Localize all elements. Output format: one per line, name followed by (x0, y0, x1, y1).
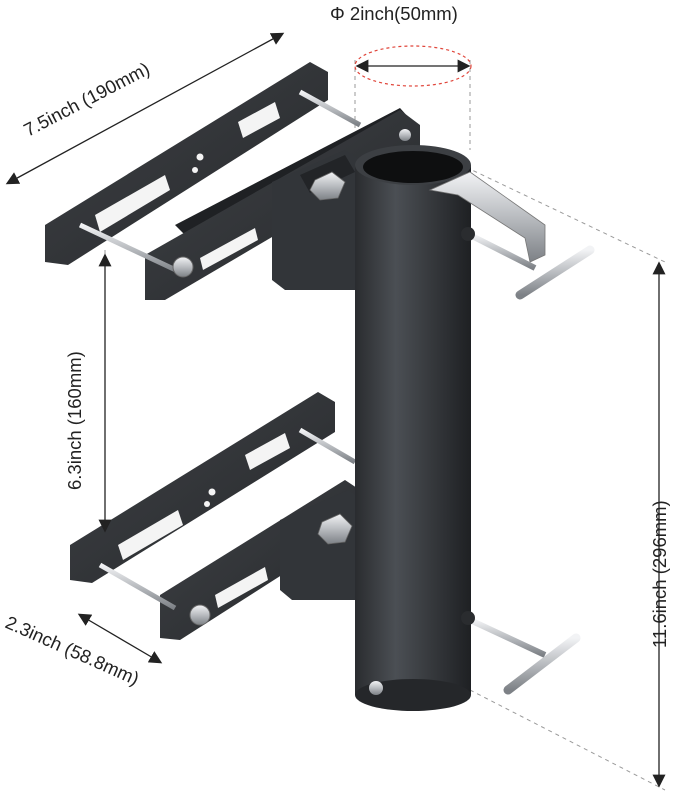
pole-diameter-ellipse (354, 45, 472, 87)
bracket-width-label: 7.5inch (190mm) (20, 58, 153, 141)
top-t-handle-screw (428, 171, 595, 300)
bottom-bracket (70, 392, 360, 640)
overall-height-label: 11.6inch (296mm) (649, 500, 670, 648)
bracket-spacing-label: 6.3inch (160mm) (64, 351, 85, 490)
top-bolt-head (172, 256, 194, 278)
bracket-depth-label: 2.3inch (58.8mm) (2, 611, 142, 689)
dimension-lines (5, 32, 666, 788)
bottom-t-handle-screw (461, 611, 581, 695)
bottom-bolt-head (189, 604, 211, 626)
pole-sleeve (355, 145, 471, 711)
pole-diameter-label: Φ 2inch(50mm) (330, 3, 458, 24)
